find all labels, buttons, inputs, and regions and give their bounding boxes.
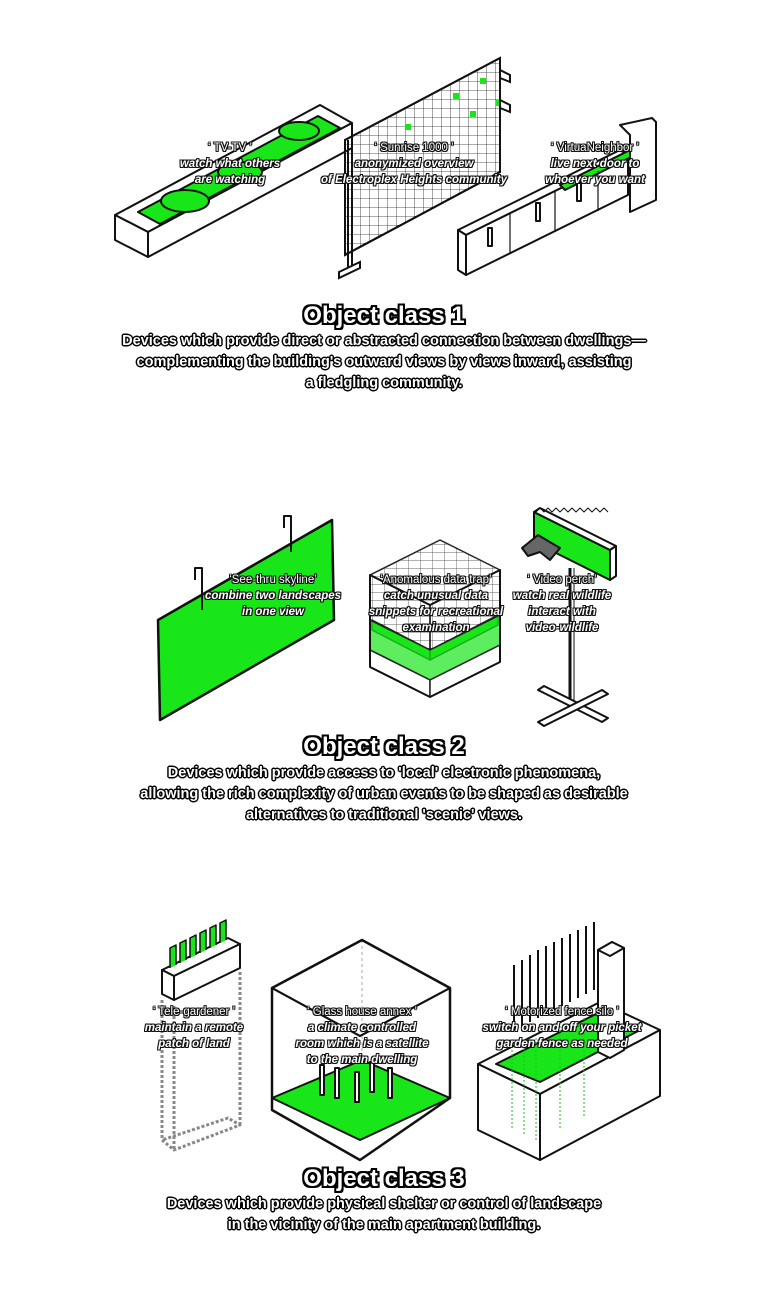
sunrise-1000-label: ‘ Sunrise 1000 ’ anonymized overview of … xyxy=(312,140,516,188)
object-name: ‘ Tele-gardener ’ xyxy=(152,1006,236,1018)
class-2-title: Object class 2 xyxy=(303,733,465,760)
object-name: ‘See-thru skyline’ xyxy=(229,574,317,586)
object-name: ‘ Motorized fence silo ’ xyxy=(505,1006,619,1018)
object-name: ‘ Video perch’ xyxy=(527,574,597,586)
anomalous-data-trap-object xyxy=(369,539,501,698)
motorized-fence-silo-object xyxy=(477,922,661,1161)
object-name: ‘ VirtuaNeighbor ’ xyxy=(550,142,639,154)
video-perch-object xyxy=(521,507,617,727)
virtuaneighbor-label: ‘ VirtuaNeighbor ’ live next door to who… xyxy=(525,140,665,188)
tv-tv-object xyxy=(114,104,353,258)
object-description: watch real wildlife interact with video-… xyxy=(512,590,612,634)
glass-house-annex-label: ‘ Glass house annex ’ a climate controll… xyxy=(284,1004,440,1068)
object-description: live next door to whoever you want xyxy=(545,158,645,186)
sunrise-1000-object xyxy=(338,56,511,280)
virtuaneighbor-object xyxy=(457,117,657,276)
object-description: watch what others are watching xyxy=(179,158,281,186)
object-description: a climate controlled room which is a sat… xyxy=(295,1022,429,1066)
class-1-description: Devices which provide direct or abstract… xyxy=(122,333,646,391)
tv-tv-label: ‘ TV-TV ’ watch what others are watching xyxy=(160,140,300,188)
see-thru-skyline-label: ‘See-thru skyline’ combine two landscape… xyxy=(196,572,350,620)
tele-gardener-label: ‘ Tele-gardener ’ maintain a remote patc… xyxy=(128,1004,260,1052)
anomalous-data-trap-label: ‘Anomalous data trap’ catch unusual data… xyxy=(360,572,512,636)
object-name: ‘ Sunrise 1000 ’ xyxy=(374,142,454,154)
class-3-description: Devices which provide physical shelter o… xyxy=(166,1196,602,1233)
object-description: anonymized overview of Electroplex Heigh… xyxy=(321,158,507,186)
see-thru-skyline-object xyxy=(156,515,336,722)
class-3-title: Object class 3 xyxy=(303,1165,465,1192)
object-description: combine two landscapes in one view xyxy=(204,590,342,618)
video-perch-label: ‘ Video perch’ watch real wildlife inter… xyxy=(504,572,620,636)
object-description: maintain a remote patch of land xyxy=(144,1022,244,1050)
motorized-fence-silo-label: ‘ Motorized fence silo ’ switch on and o… xyxy=(470,1004,654,1052)
glass-house-annex-object xyxy=(270,938,452,1162)
object-name: ‘ TV-TV ’ xyxy=(208,142,252,154)
object-description: switch on and off your picket garden fen… xyxy=(482,1022,642,1050)
class-1-title: Object class 1 xyxy=(303,302,465,329)
tele-gardener-object xyxy=(160,919,242,1152)
object-name: ‘Anomalous data trap’ xyxy=(380,574,492,586)
class-2-description: Devices which provide access to 'local' … xyxy=(140,765,628,823)
object-description: catch unusual data snippets for recreati… xyxy=(368,590,504,634)
object-name: ‘ Glass house annex ’ xyxy=(307,1006,417,1018)
